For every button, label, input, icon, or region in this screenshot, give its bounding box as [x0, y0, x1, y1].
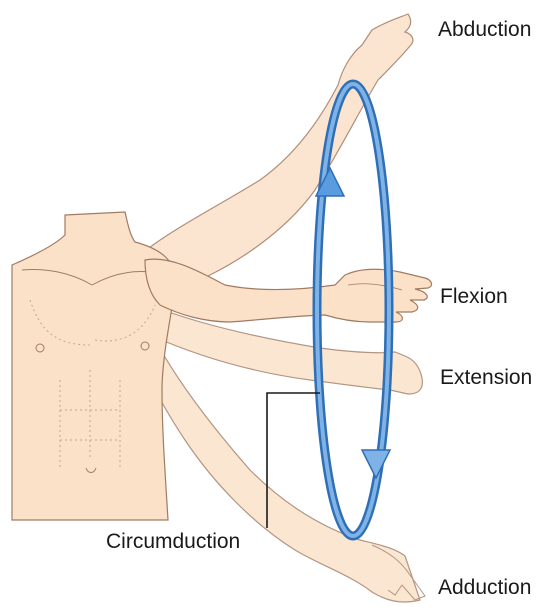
label-flexion: Flexion: [440, 286, 508, 307]
arm-abduction: [140, 14, 413, 292]
arrow-down-icon: [362, 450, 390, 478]
label-abduction: Abduction: [438, 19, 531, 40]
label-adduction: Adduction: [438, 577, 531, 598]
torso: [12, 212, 176, 520]
label-circumduction: Circumduction: [106, 531, 240, 552]
label-extension: Extension: [440, 367, 532, 388]
